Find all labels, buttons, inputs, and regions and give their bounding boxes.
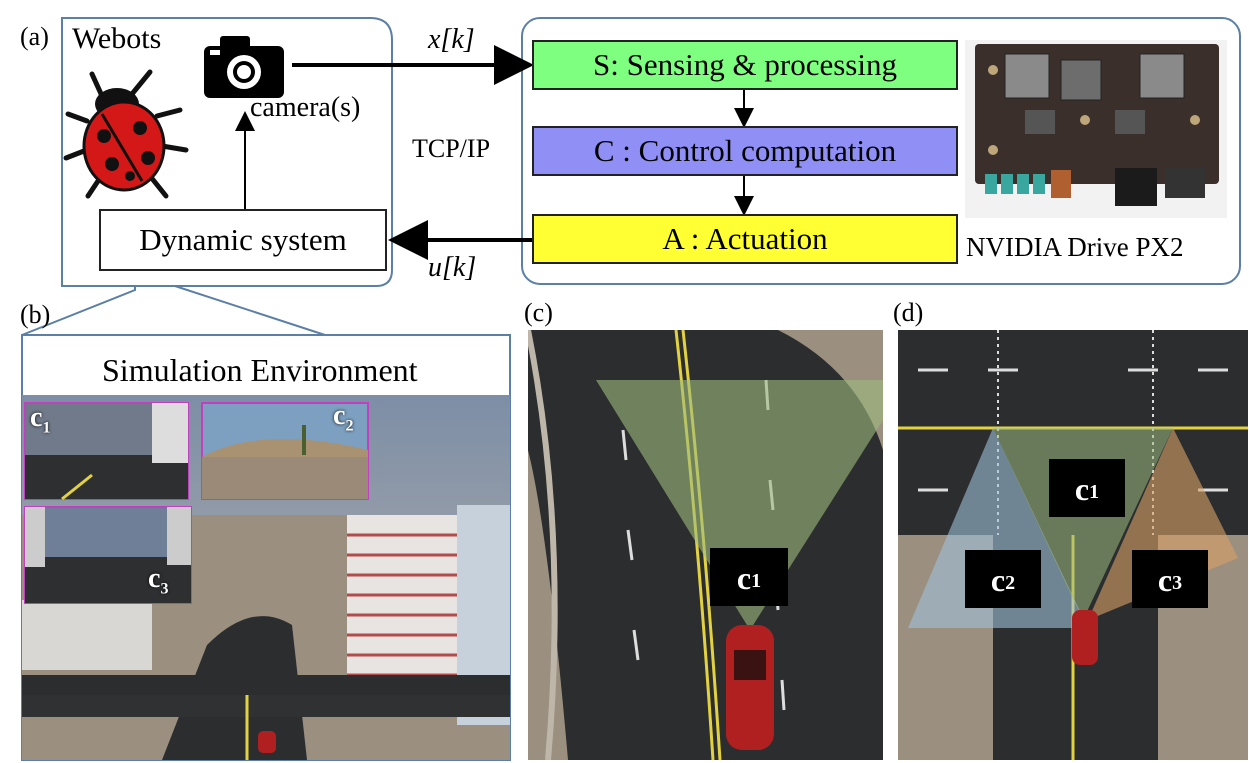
fov-c1 <box>993 428 1173 620</box>
thumb-c3 <box>24 506 192 604</box>
dynamic-system-box: Dynamic system <box>99 209 387 271</box>
control-label: C : Control computation <box>593 133 897 168</box>
thumb-c1 <box>24 402 189 501</box>
thumb-label-c2: c2 <box>333 400 354 435</box>
panel-label-d: (d) <box>893 298 924 327</box>
panel-label-b: (b) <box>20 300 51 329</box>
camera-label: camera(s) <box>250 92 361 123</box>
thumb-label-c1: c1 <box>30 402 51 437</box>
thumb-c2 <box>201 402 369 500</box>
fov-c1-single <box>596 380 883 630</box>
webots-title: Webots <box>72 22 162 55</box>
fov-c2 <box>908 428 1088 628</box>
callout-pointer <box>21 285 326 336</box>
px2-board-image <box>965 40 1227 218</box>
sensing-label: S: Sensing & processing <box>593 47 897 82</box>
thumb-label-c3: c3 <box>148 563 169 598</box>
dynamic-system-label: Dynamic system <box>139 222 347 257</box>
camera-icon <box>204 36 284 98</box>
state-signal-label: x[k] <box>428 24 475 55</box>
control-box: C : Control computation <box>532 126 958 176</box>
multi-camera-scene <box>898 330 1248 760</box>
panel-label-c: (c) <box>524 298 553 327</box>
simulation-scene <box>22 395 510 760</box>
sensing-box: S: Sensing & processing <box>532 40 958 90</box>
control-signal-label: u[k] <box>428 252 477 283</box>
simulation-title: Simulation Environment <box>102 352 418 388</box>
actuation-label: A : Actuation <box>662 221 828 256</box>
protocol-label: TCP/IP <box>412 134 491 163</box>
actuation-box: A : Actuation <box>532 214 958 264</box>
single-camera-scene <box>528 330 883 760</box>
ladybug-logo <box>63 69 189 199</box>
panel-label-a: (a) <box>20 22 49 51</box>
board-caption: NVIDIA Drive PX2 <box>966 232 1184 262</box>
